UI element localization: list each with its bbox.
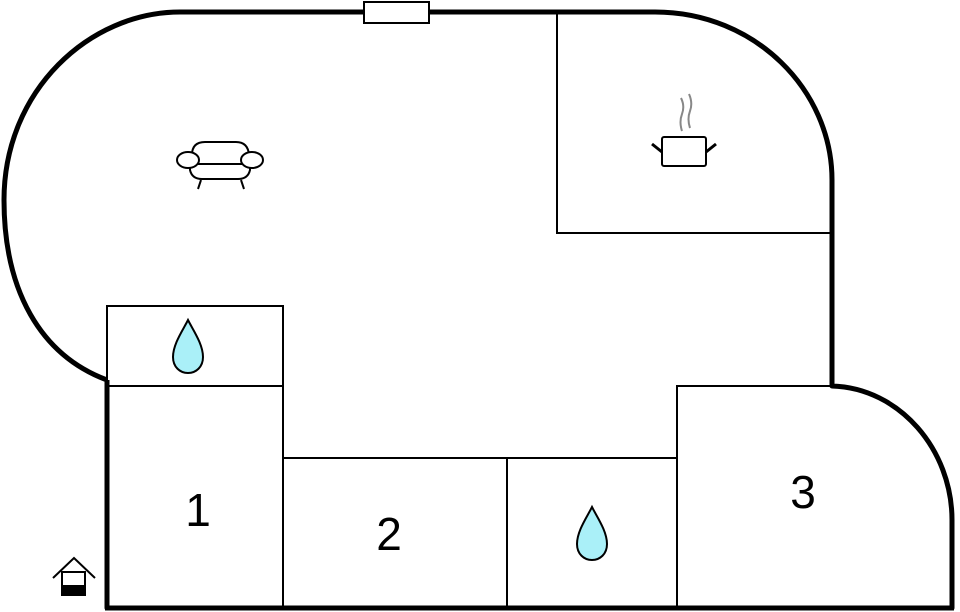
kitchen-room[interactable] [556, 12, 832, 234]
outer-wall [1, 9, 955, 611]
bedroom-1-room[interactable]: 1 [106, 385, 284, 609]
room-1-label: 1 [185, 484, 211, 536]
sofa-icon [176, 141, 264, 190]
water-drop-icon [575, 504, 609, 562]
bedroom-2-room[interactable]: 2 [282, 457, 508, 609]
house-entrance-icon [52, 556, 96, 596]
room-2-label: 2 [376, 508, 402, 560]
window-icon [363, 1, 430, 24]
water-drop-icon [171, 317, 205, 375]
cooking-pot-icon [651, 93, 717, 167]
bedroom-3-room[interactable]: 3 [676, 385, 832, 608]
room-3-label: 3 [790, 466, 816, 518]
